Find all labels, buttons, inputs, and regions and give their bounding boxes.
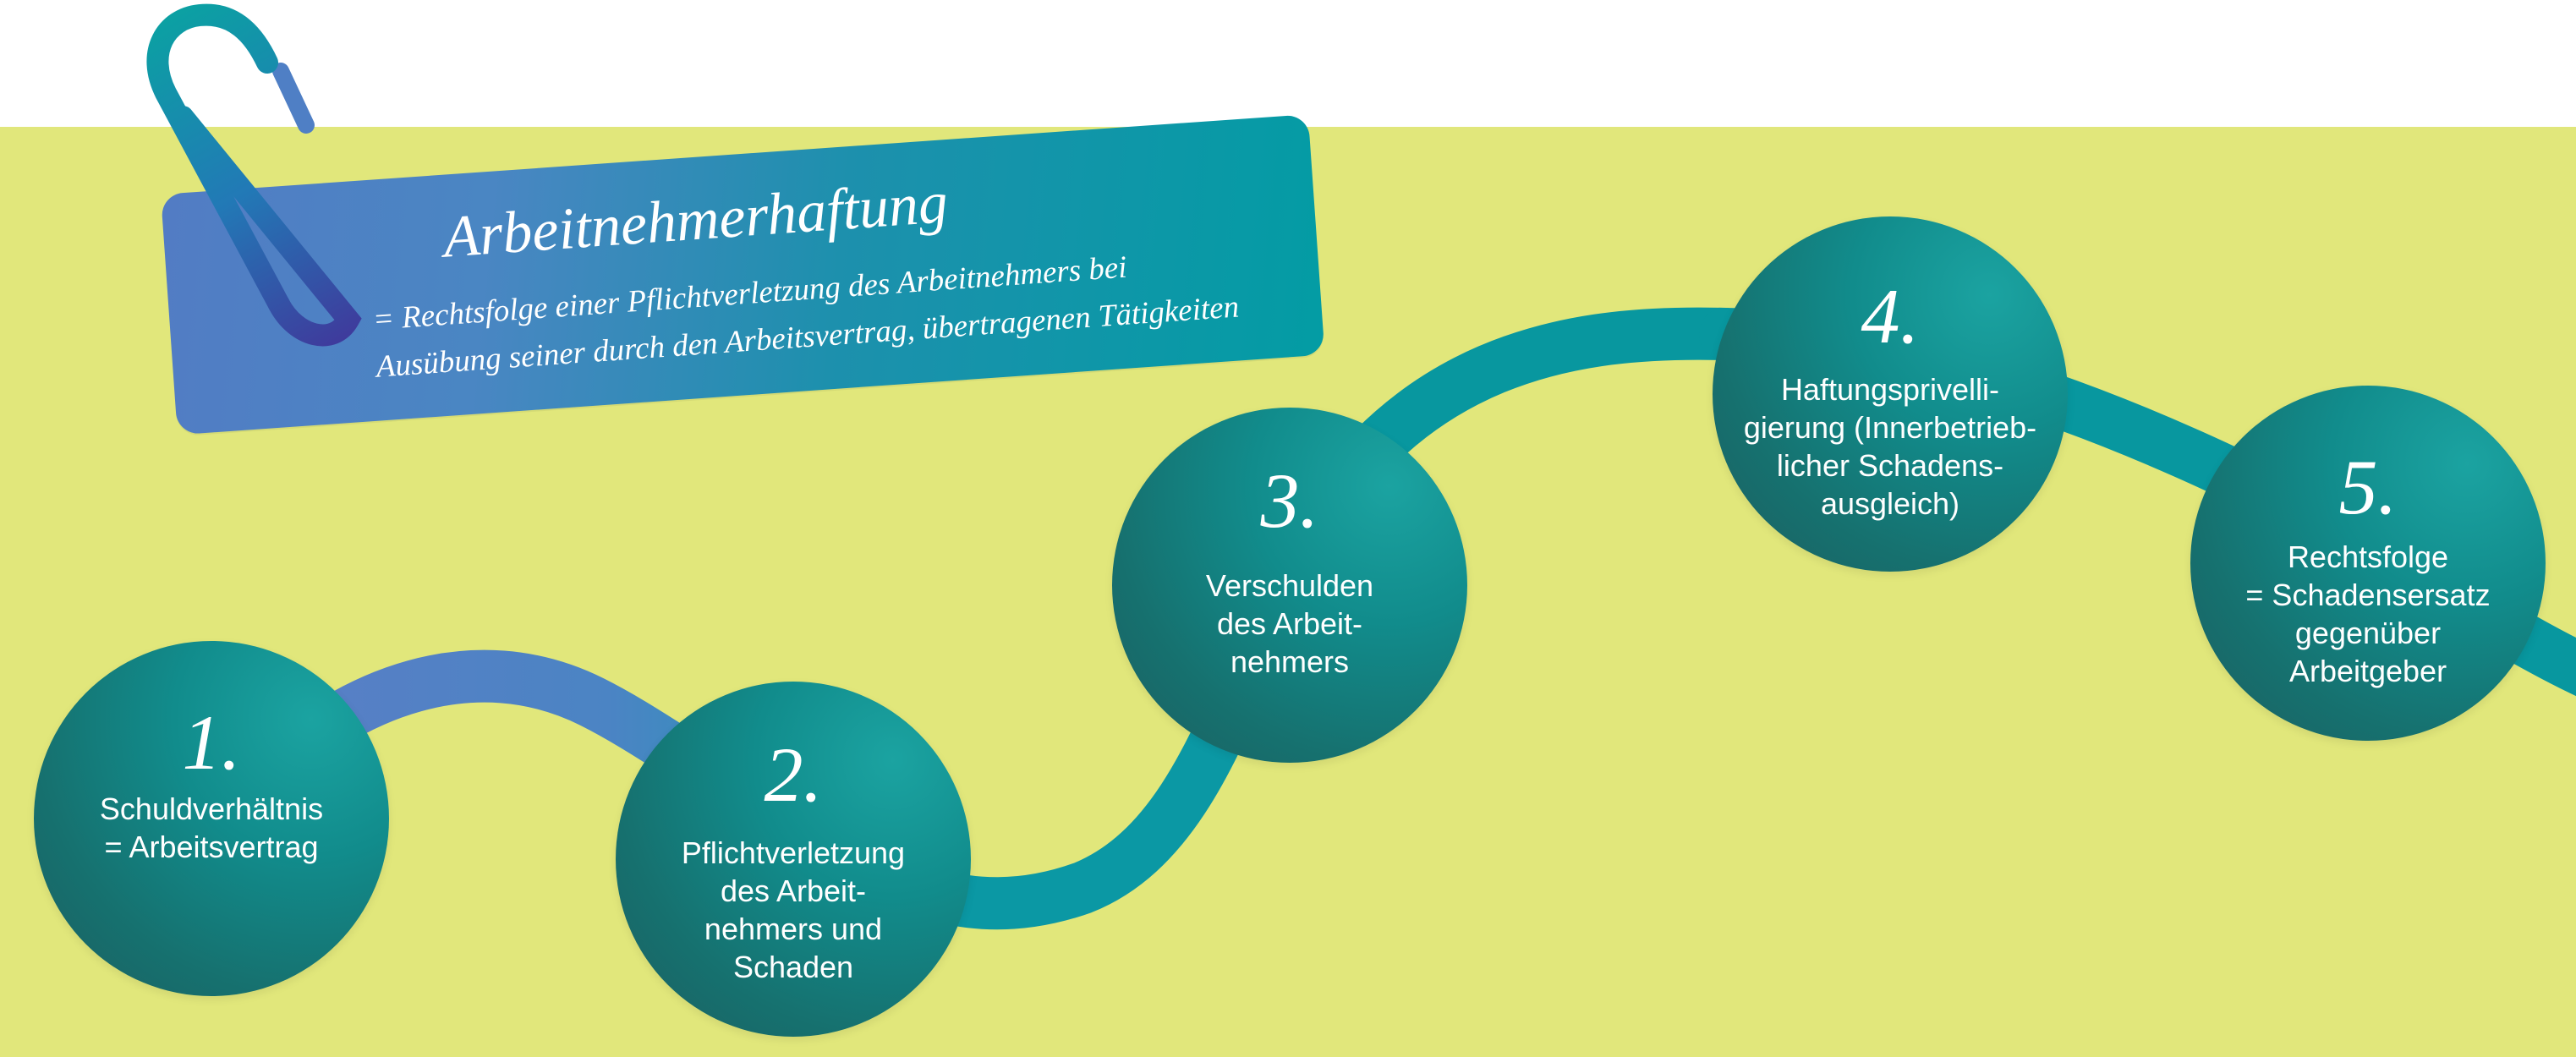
- step-3-circle: 3. Verschulden des Arbeit- nehmers: [1112, 408, 1467, 763]
- step-5-number: 5.: [2338, 444, 2398, 530]
- step-3-label: Verschulden des Arbeit- nehmers: [1205, 568, 1374, 679]
- step-4-label: Haftungsprivelli- gierung (Innerbetrieb-…: [1743, 372, 2037, 521]
- step-3-number: 3.: [1260, 457, 1319, 544]
- step-5-label: Rechtsfolge = Schadensersatz gegenüber A…: [2245, 539, 2491, 688]
- step-1-number: 1.: [182, 699, 241, 786]
- step-2-number: 2.: [764, 731, 823, 818]
- diagram-title: Arbeitnehmerhaftung: [441, 170, 951, 271]
- step-5-circle: 5. Rechtsfolge = Schadensersatz gegenübe…: [2190, 386, 2546, 741]
- step-4-number: 4.: [1861, 273, 1920, 359]
- background-top-band: [0, 0, 2576, 127]
- step-1-circle: 1. Schuldverhältnis = Arbeitsvertrag: [34, 641, 389, 996]
- step-1-label: Schuldverhältnis = Arbeitsvertrag: [99, 791, 324, 864]
- step-4-circle: 4. Haftungsprivelli- gierung (Innerbetri…: [1713, 216, 2068, 572]
- step-2-circle: 2. Pflichtverletzung des Arbeit- nehmers…: [616, 682, 971, 1037]
- step-2-label: Pflichtverletzung des Arbeit- nehmers un…: [681, 835, 906, 984]
